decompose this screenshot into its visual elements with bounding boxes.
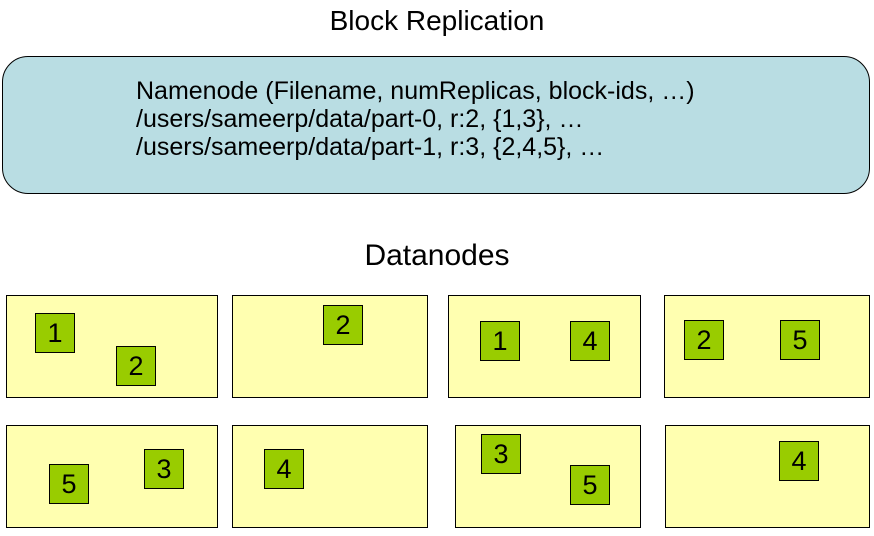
- namenode-header-line: Namenode (Filename, numReplicas, block-i…: [136, 77, 695, 105]
- block-square: 2: [684, 320, 724, 360]
- namenode-text: Namenode (Filename, numReplicas, block-i…: [136, 77, 695, 161]
- block-square: 3: [144, 449, 184, 489]
- namenode-box: Namenode (Filename, numReplicas, block-i…: [2, 56, 870, 194]
- namenode-file-entry: /users/sameerp/data/part-0, r:2, {1,3}, …: [136, 105, 584, 133]
- namenode-file-entry: /users/sameerp/data/part-1, r:3, {2,4,5}…: [136, 133, 605, 161]
- datanode-box-6: 4: [232, 425, 428, 528]
- block-square: 2: [323, 305, 363, 345]
- datanode-box-8: 4: [665, 425, 870, 528]
- block-square: 3: [481, 434, 521, 474]
- block-square: 1: [35, 313, 75, 353]
- block-square: 5: [49, 464, 89, 504]
- slide-title: Block Replication: [329, 5, 545, 36]
- block-square: 4: [570, 321, 610, 361]
- datanode-box-2: 2: [232, 295, 428, 398]
- datanodes-heading: Datanodes: [364, 239, 510, 272]
- block-square: 1: [480, 321, 520, 361]
- block-square: 4: [264, 449, 304, 489]
- block-square: 5: [570, 465, 610, 505]
- block-square: 4: [779, 441, 819, 481]
- block-square: 2: [116, 346, 156, 386]
- block-square: 5: [780, 320, 820, 360]
